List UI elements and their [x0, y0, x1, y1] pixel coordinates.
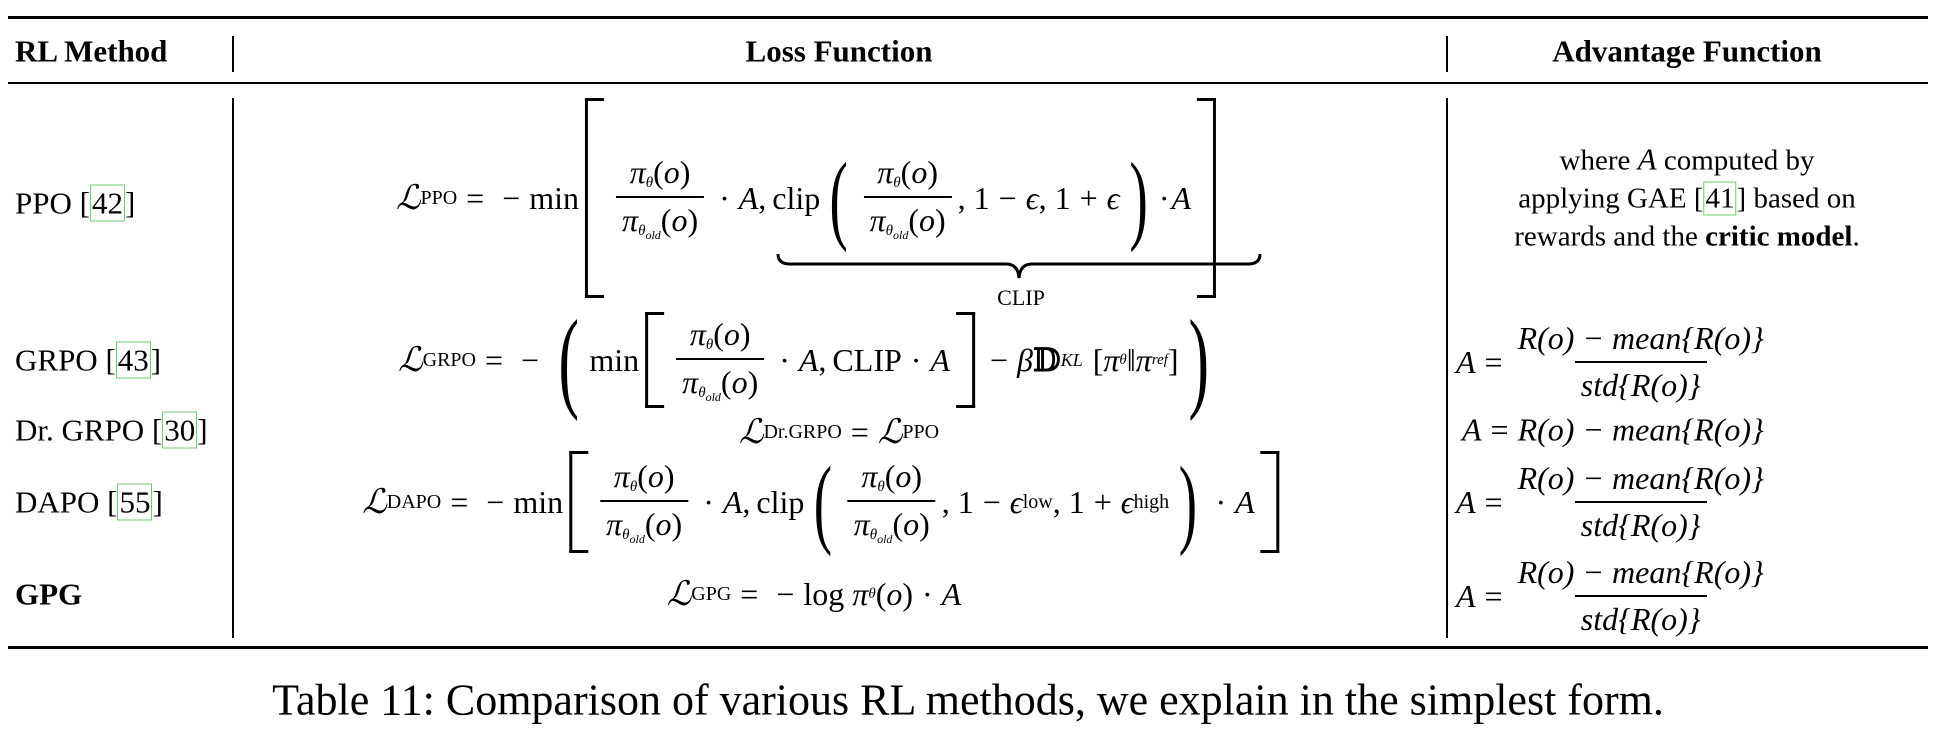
citation-link[interactable]: 55 — [117, 483, 153, 521]
column-divider-right — [1446, 98, 1448, 638]
method-gpg: GPG — [15, 576, 83, 612]
method-dapo: DAPO [55] — [15, 483, 163, 521]
top-rule — [8, 16, 1928, 19]
header-loss-function: Loss Function — [745, 33, 933, 69]
method-ppo: PPO [42] — [15, 184, 136, 222]
citation-link[interactable]: 43 — [115, 341, 151, 379]
header-divider-right — [1446, 36, 1448, 72]
clip-underbrace — [776, 253, 1262, 279]
method-dr-grpo: Dr. GRPO [30] — [15, 411, 208, 449]
advantage-gpg: A= R(o) − mean{R(o)}std{R(o)} — [1456, 554, 1764, 637]
citation-link[interactable]: 30 — [162, 411, 198, 449]
advantage-dapo: A= R(o) − mean{R(o)}std{R(o)} — [1456, 460, 1764, 543]
citation-link[interactable]: 41 — [1703, 181, 1737, 216]
header-rl-method: RL Method — [15, 33, 168, 69]
column-divider-left — [232, 98, 234, 638]
citation-link[interactable]: 42 — [89, 184, 125, 222]
header-divider-left — [232, 36, 234, 72]
advantage-ppo: where A computed by applying GAE [41] ba… — [1514, 141, 1860, 253]
advantage-dr-grpo: A=R(o) − mean{R(o)} — [1462, 411, 1764, 448]
header-rule — [8, 82, 1928, 84]
bottom-rule — [8, 646, 1928, 649]
advantage-grpo: A= R(o) − mean{R(o)}std{R(o)} — [1456, 320, 1764, 403]
header-advantage-function: Advantage Function — [1552, 33, 1822, 69]
method-grpo: GRPO [43] — [15, 341, 162, 379]
clip-label: CLIP — [997, 285, 1045, 310]
table-caption: Table 11: Comparison of various RL metho… — [272, 675, 1664, 725]
